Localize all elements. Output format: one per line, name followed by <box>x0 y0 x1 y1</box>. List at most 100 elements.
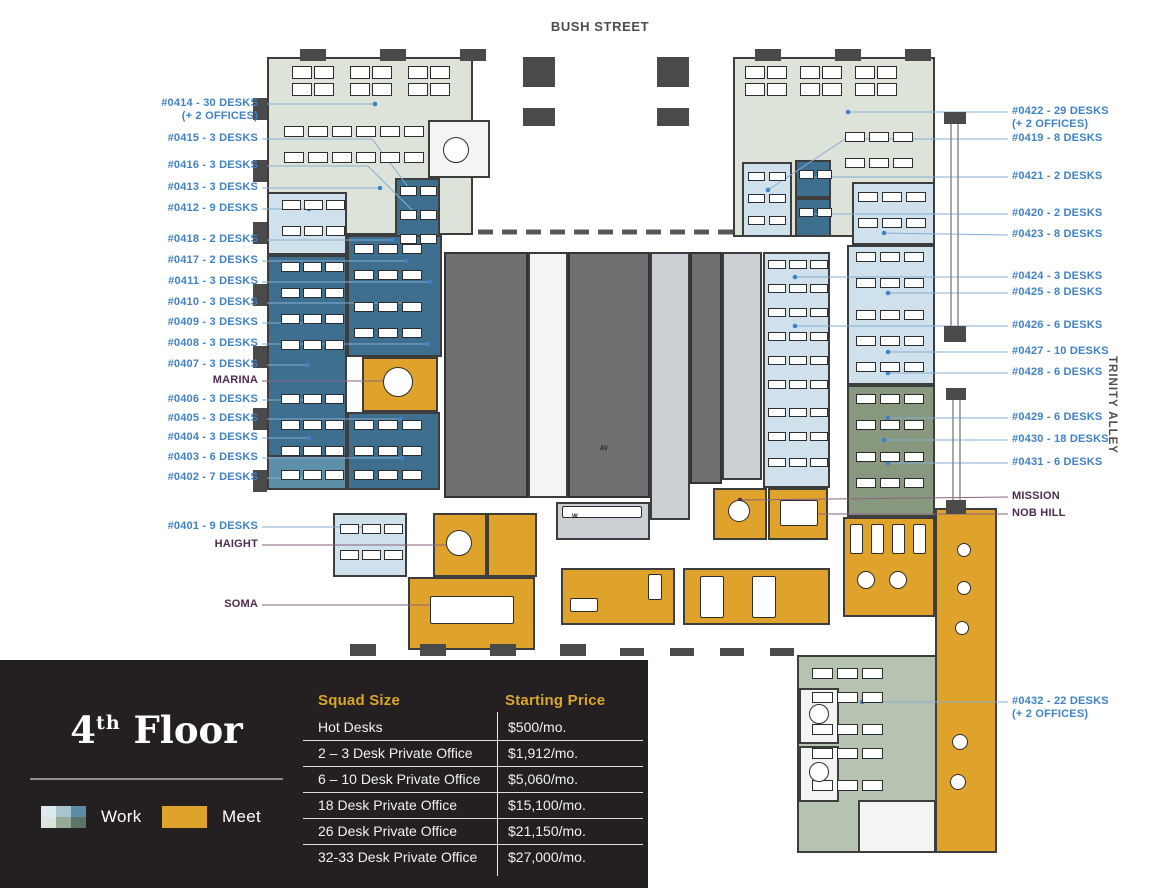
round-table <box>809 762 829 782</box>
desk <box>858 192 878 202</box>
w-counter-label: W <box>572 514 578 520</box>
office-desk-count-label: #0415 - 3 DESKS <box>167 132 258 144</box>
wall-pilaster <box>253 98 267 120</box>
desk <box>325 340 344 350</box>
table-cell-price: $500/mo. <box>508 719 567 735</box>
desk <box>810 284 828 293</box>
core-shaft <box>690 252 722 484</box>
meeting-room-label: MISSION <box>1012 490 1060 502</box>
stair-shaft <box>657 57 689 87</box>
elevator-lobby <box>528 252 568 498</box>
desk <box>325 394 344 404</box>
desk <box>893 158 913 168</box>
round-table <box>955 621 969 635</box>
desk <box>812 748 833 759</box>
info-panel: 4th Floor Work Meet <box>0 660 648 888</box>
desk <box>325 262 344 272</box>
desk <box>856 452 876 462</box>
desk <box>767 83 787 96</box>
desk <box>430 83 450 96</box>
desk <box>303 394 322 404</box>
desk <box>789 284 807 293</box>
desk <box>789 432 807 441</box>
desk <box>362 550 381 560</box>
desk <box>880 252 900 262</box>
desk <box>281 394 300 404</box>
desk <box>748 216 765 225</box>
desk <box>904 252 924 262</box>
wall-pilaster <box>946 500 966 514</box>
desk <box>281 470 300 480</box>
desk <box>402 244 422 254</box>
desk <box>378 470 398 480</box>
office-desk-count-label: #0419 - 8 DESKS <box>1012 132 1103 144</box>
desk <box>767 66 787 79</box>
office-desk-count-label: #0401 - 9 DESKS <box>167 520 258 532</box>
desk <box>880 362 900 372</box>
desk <box>799 170 814 179</box>
desk <box>812 724 833 735</box>
desk <box>810 380 828 389</box>
table-cell-price: $27,000/mo. <box>508 849 586 865</box>
desk <box>281 288 300 298</box>
desk <box>880 278 900 288</box>
desk <box>745 66 765 79</box>
desk <box>768 356 786 365</box>
round-table <box>728 500 750 522</box>
desk <box>789 308 807 317</box>
desk <box>378 328 398 338</box>
round-table <box>952 734 968 750</box>
table-cell-price: $21,150/mo. <box>508 823 586 839</box>
desk <box>380 126 400 137</box>
meet-legend-label: Meet <box>222 807 261 826</box>
office-desk-count-label: #0404 - 3 DESKS <box>167 431 258 443</box>
floor-ordinal: th <box>96 712 121 734</box>
restrooms-2 <box>722 252 762 480</box>
desk <box>354 244 374 254</box>
wall-pilaster <box>253 346 267 368</box>
table <box>752 576 776 618</box>
desk <box>281 262 300 272</box>
desk <box>420 234 437 244</box>
desk <box>354 328 374 338</box>
office-desk-count-label: #0429 - 6 DESKS <box>1012 411 1103 423</box>
desk <box>817 170 832 179</box>
desk <box>404 126 424 137</box>
desk <box>281 446 300 456</box>
street-label-bush: BUSH STREET <box>550 19 650 34</box>
desk <box>402 302 422 312</box>
desk <box>904 420 924 430</box>
desk <box>856 362 876 372</box>
wall-pilaster <box>253 470 267 492</box>
desk <box>326 226 345 236</box>
wall-pilaster <box>350 644 376 656</box>
desk <box>325 288 344 298</box>
restrooms-1 <box>650 252 690 520</box>
table-cell-size: 18 Desk Private Office <box>318 797 458 813</box>
round-table <box>957 581 971 595</box>
round-table <box>950 774 966 790</box>
office-desk-count-label: #0402 - 7 DESKS <box>167 471 258 483</box>
office-desk-count-label: #0428 - 6 DESKS <box>1012 366 1103 378</box>
wall-pilaster <box>835 49 861 61</box>
desk <box>378 420 398 430</box>
desk <box>837 692 858 703</box>
desk <box>350 83 370 96</box>
wall-pilaster <box>253 284 267 306</box>
desk <box>855 83 875 96</box>
desk <box>906 218 926 228</box>
cafe-window-bar <box>935 508 997 853</box>
desk <box>402 328 422 338</box>
desk <box>812 692 833 703</box>
floor-title: 4th Floor <box>30 708 283 752</box>
stair-shaft <box>523 108 555 126</box>
desk <box>303 446 322 456</box>
core-elevators-1 <box>444 252 528 498</box>
office-desk-count-label: #0412 - 9 DESKS <box>167 202 258 214</box>
round-table <box>889 571 907 589</box>
table-row-divider <box>303 740 643 741</box>
office-desk-count-label: #0426 - 6 DESKS <box>1012 319 1103 331</box>
office-desk-count-label: #0422 - 29 DESKS(+ 2 OFFICES) <box>1012 105 1109 130</box>
desk <box>810 260 828 269</box>
table <box>850 524 863 554</box>
